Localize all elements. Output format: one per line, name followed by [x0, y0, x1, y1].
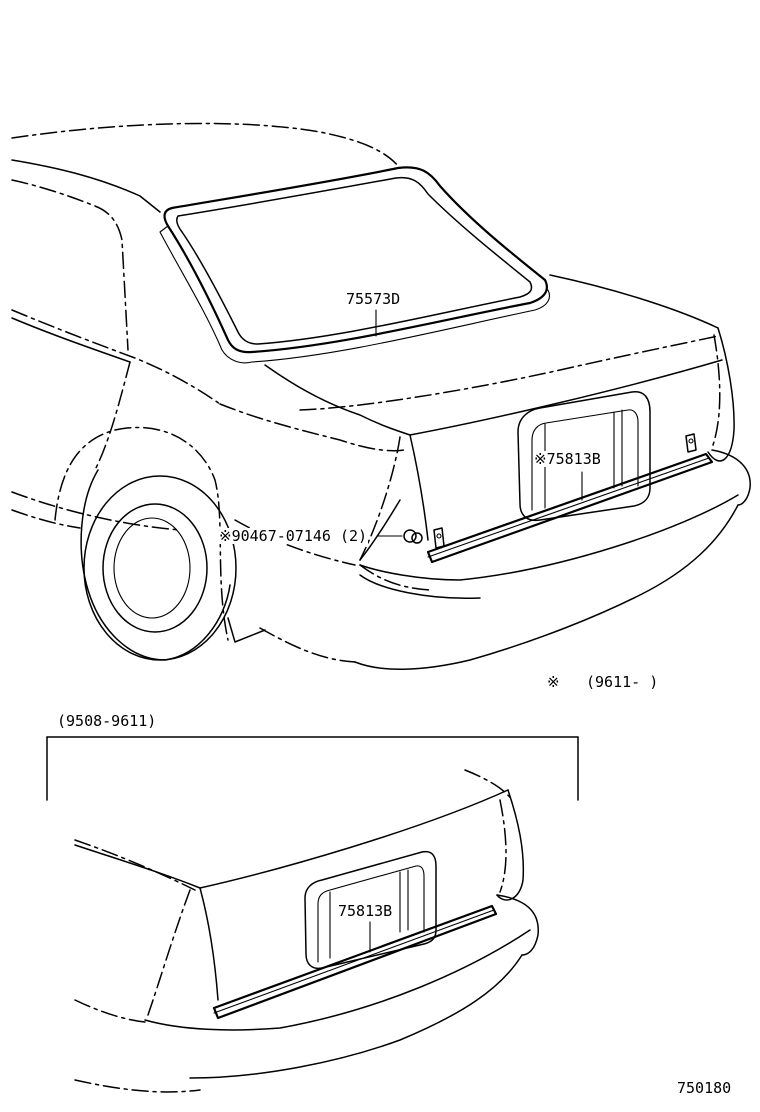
applicability-range: (9611- ) [586, 673, 659, 691]
part-label-75813b-main: ※75813B [533, 450, 602, 468]
part-label-75573d: 75573D [345, 290, 402, 308]
inset-range-label: (9508-9611) [57, 712, 157, 730]
applicability-marker: ※ [547, 673, 560, 691]
diagram-code: 750180 [677, 1079, 732, 1097]
part-label-75813b-inset: 75813B [337, 902, 394, 920]
inset-frame [46, 736, 579, 801]
inset-car-view [74, 769, 539, 1093]
main-car-view [11, 122, 751, 671]
part-label-clip: ※90467-07146 (2) [218, 527, 369, 545]
